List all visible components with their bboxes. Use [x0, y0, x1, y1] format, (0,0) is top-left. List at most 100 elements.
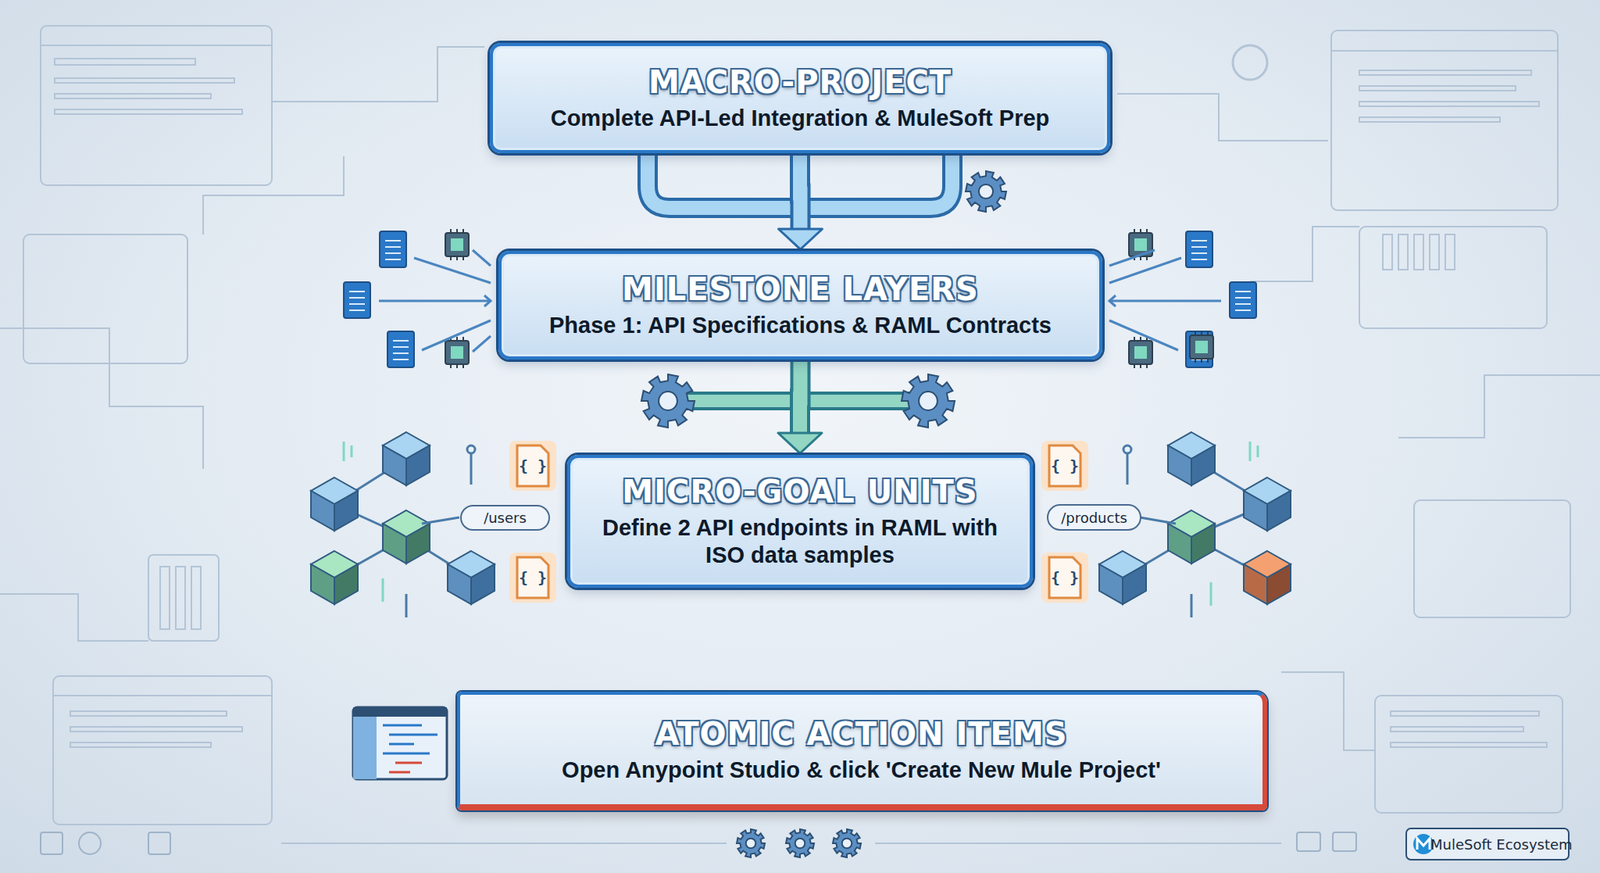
- chip-icon: [445, 232, 469, 257]
- chip-core: [450, 346, 464, 359]
- document-line: [392, 358, 409, 361]
- document-line: [385, 252, 401, 254]
- file-icon: [1049, 557, 1081, 598]
- chip-icon: [1128, 340, 1153, 365]
- arrow-head: [778, 228, 823, 250]
- chip-pin: [462, 364, 465, 368]
- cube-right: [1191, 523, 1215, 564]
- gear-icon: [785, 828, 815, 858]
- brand-label: MuleSoft Ecosystem: [1430, 835, 1573, 853]
- document-icon: [343, 282, 371, 318]
- cube-right: [334, 564, 358, 604]
- arrow-shaft: [792, 153, 808, 234]
- document-line: [1235, 309, 1251, 311]
- cube-right: [1267, 490, 1291, 531]
- chip-pin: [1133, 336, 1136, 341]
- chip-pin: [1139, 364, 1142, 368]
- document-line: [1235, 296, 1251, 299]
- gear-hub: [795, 838, 806, 849]
- document-line: [1191, 239, 1208, 242]
- gear-icon: [832, 828, 861, 858]
- chip-pin: [1207, 331, 1209, 336]
- document-icon: [379, 231, 407, 268]
- chip-pin: [1139, 256, 1142, 261]
- chip-pin: [456, 364, 458, 368]
- file-glow: [509, 440, 557, 491]
- cube-left: [1243, 490, 1268, 531]
- file-glow: [1041, 552, 1089, 603]
- icon-row: [40, 832, 1357, 854]
- chip-pin: [462, 336, 465, 341]
- document-line: [1191, 258, 1208, 261]
- file-icon: [517, 557, 549, 598]
- arrow-shaft: [792, 359, 808, 438]
- cube-right: [334, 490, 358, 531]
- gear-hub: [746, 838, 757, 849]
- gear-hub: [842, 838, 853, 849]
- document-line: [349, 309, 365, 311]
- document-line: [392, 352, 409, 354]
- document-line: [385, 239, 401, 242]
- node-text: /users: [483, 509, 527, 526]
- action-box: ATOMIC ACTION ITEMS Open Anypoint Studio …: [457, 691, 1268, 811]
- arrow-shaft-outline: [789, 153, 811, 234]
- document-icon: [387, 331, 415, 368]
- document-line: [349, 303, 365, 305]
- cube-left: [1099, 564, 1123, 604]
- chip-pin: [1200, 331, 1203, 336]
- chip-pin: [450, 256, 452, 261]
- node-text: Open Anypoint Studio & click 'Create New…: [561, 756, 1161, 784]
- node-text: /products: [1060, 509, 1128, 526]
- node-title: MILESTONE LAYERS: [621, 271, 979, 308]
- cube-left: [1243, 564, 1268, 604]
- document-icon: [1185, 331, 1213, 368]
- gear-icon: [901, 374, 955, 428]
- cube-left: [310, 490, 335, 531]
- cluster-wires: [406, 445, 1192, 618]
- gear-icon: [641, 374, 695, 428]
- chip-pin: [450, 364, 452, 368]
- chip-pin: [1139, 336, 1142, 341]
- chip-core: [1134, 346, 1147, 359]
- file-glow: [1041, 440, 1089, 491]
- node-title: ATOMIC ACTION ITEMS: [654, 715, 1068, 752]
- background-frames: [0, 25, 1600, 843]
- chip-pin: [1146, 228, 1148, 233]
- cube-left: [310, 564, 335, 604]
- document-line: [349, 290, 365, 293]
- code-brace-label: { }: [518, 567, 547, 587]
- node-title: MICRO-GOAL UNITS: [621, 473, 978, 510]
- cube-left: [1167, 445, 1192, 486]
- document-line: [1235, 290, 1251, 293]
- document-line: [349, 296, 365, 299]
- document-icons: [343, 228, 1257, 368]
- document-line: [1191, 252, 1208, 254]
- endpoint-pill: /products: [1046, 503, 1142, 531]
- cube-right: [1191, 445, 1215, 486]
- document-line: [1235, 303, 1251, 305]
- chip-pin: [1139, 228, 1142, 233]
- node-text: Phase 1: API Specifications & RAML Contr…: [549, 311, 1052, 340]
- cube-right: [1267, 564, 1291, 604]
- document-icon: [1185, 231, 1213, 268]
- macro-box: MACRO-PROJECTComplete API-Led Integratio…: [489, 42, 1111, 154]
- document-line: [385, 258, 401, 261]
- file-icon: [1049, 445, 1081, 486]
- chip-core: [1195, 340, 1208, 354]
- cube-clusters: [310, 432, 1291, 604]
- document-icon: [1229, 282, 1257, 318]
- flow-arrow: [778, 153, 823, 250]
- document-line: [385, 246, 401, 248]
- document-line: [392, 339, 409, 342]
- gear-hub: [658, 391, 678, 411]
- cube-right: [406, 523, 430, 564]
- document-line: [392, 346, 409, 348]
- document-line: [1191, 246, 1208, 248]
- milestone-box: MILESTONE LAYERS Phase 1: API Specificati…: [498, 250, 1103, 360]
- chip-pin: [456, 228, 458, 233]
- cube-right: [406, 445, 430, 486]
- arrow-head: [778, 432, 822, 454]
- file-icon: [517, 445, 549, 486]
- chip-icon: [1189, 335, 1214, 359]
- file-glow: [509, 552, 557, 603]
